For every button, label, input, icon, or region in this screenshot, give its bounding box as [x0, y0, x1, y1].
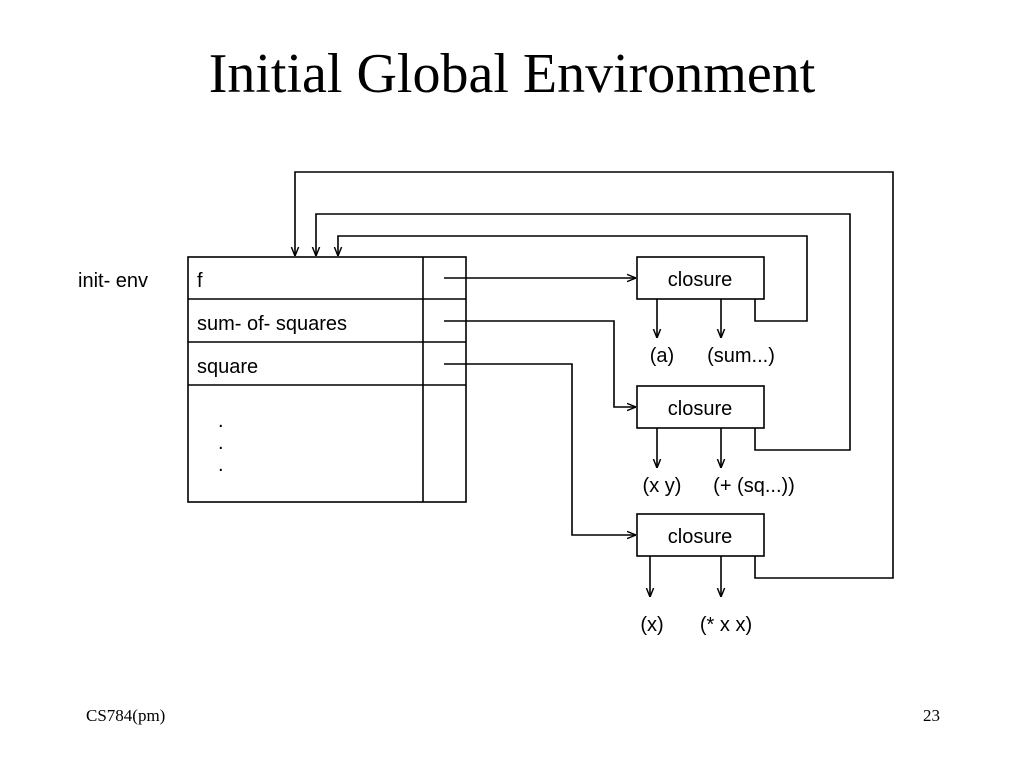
footer-page-number: 23 [923, 706, 940, 725]
closure-params: (x) [640, 614, 663, 636]
closure-params: (x y) [643, 475, 682, 497]
frame-row-sum-of-squares: sum- of- squares [197, 313, 347, 335]
closure-label: closure [668, 269, 732, 291]
binding-arrow-square [444, 363, 636, 535]
closure-label: closure [668, 398, 732, 420]
closure-body: (sum...) [707, 345, 775, 367]
closure-box-3 [636, 513, 765, 557]
closure-box-2 [636, 385, 765, 429]
env-pointer-closure-2 [316, 213, 851, 451]
closure-box-1 [636, 256, 765, 300]
environment-pointers [295, 171, 894, 579]
binding-arrows [444, 278, 636, 535]
binding-arrow-sum-of-squares [444, 320, 636, 407]
env-label: init- env [78, 270, 148, 292]
frame-row-f: f [197, 270, 203, 292]
closure-label: closure [668, 526, 732, 548]
env-pointer-closure-1 [338, 235, 808, 322]
env-pointer-closure-3 [295, 171, 894, 579]
frame-ellipsis-dot: . [218, 454, 224, 476]
closure-body: (+ (sq...)) [713, 475, 795, 497]
closure-arrows [650, 299, 721, 597]
closure-boxes [636, 256, 765, 557]
slide-title: Initial Global Environment [208, 43, 816, 105]
frame-ellipsis-dot: . [218, 410, 224, 432]
footer-course-label: CS784(pm) [86, 706, 166, 725]
frame-table [187, 256, 467, 503]
frame-row-square: square [197, 356, 258, 378]
closure-body: (* x x) [700, 614, 752, 636]
frame-ellipsis-dot: . [218, 432, 224, 454]
closure-params: (a) [650, 345, 674, 367]
